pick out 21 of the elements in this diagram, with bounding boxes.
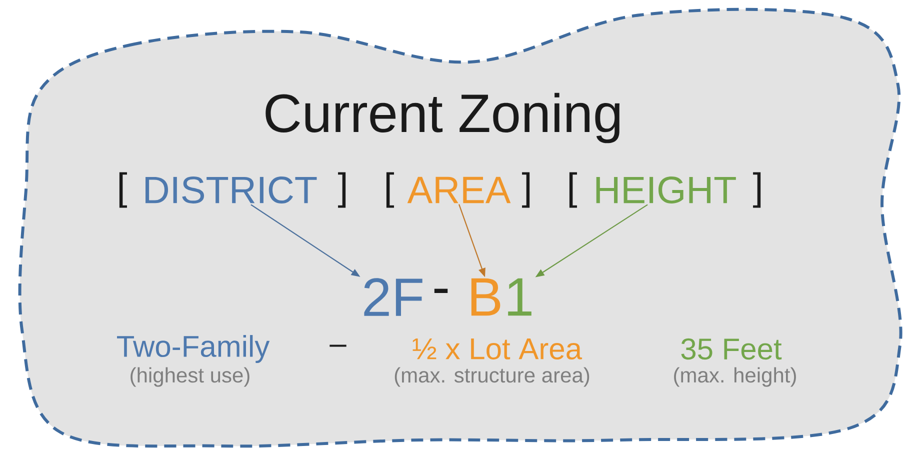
bracket: [ <box>386 172 394 208</box>
title: Current Zoning <box>266 92 620 144</box>
bracket: [ <box>119 172 127 208</box>
category-word: AREA <box>407 176 511 204</box>
note-text: (max. structure area) <box>394 367 590 387</box>
code-letters: 1 <box>508 278 532 316</box>
code-letters: B <box>471 278 500 316</box>
category-word: HEIGHT <box>596 176 736 204</box>
meaning-text: 35 Feet <box>681 338 782 360</box>
bracket: [ <box>569 172 577 208</box>
meaning-text: ½ x Lot Area <box>412 338 582 360</box>
hyphen: - <box>434 288 448 293</box>
category-word: DISTRICT <box>146 176 317 204</box>
note-text: (highest use) <box>130 367 250 387</box>
bracket: ] <box>522 172 530 208</box>
bracket: ] <box>338 172 346 208</box>
note-text: (max. height) <box>674 367 796 387</box>
dash: – <box>330 344 346 347</box>
bracket: ] <box>753 172 761 208</box>
meaning-text: Two-Family <box>117 335 270 363</box>
code-letters: 2F <box>364 278 422 316</box>
